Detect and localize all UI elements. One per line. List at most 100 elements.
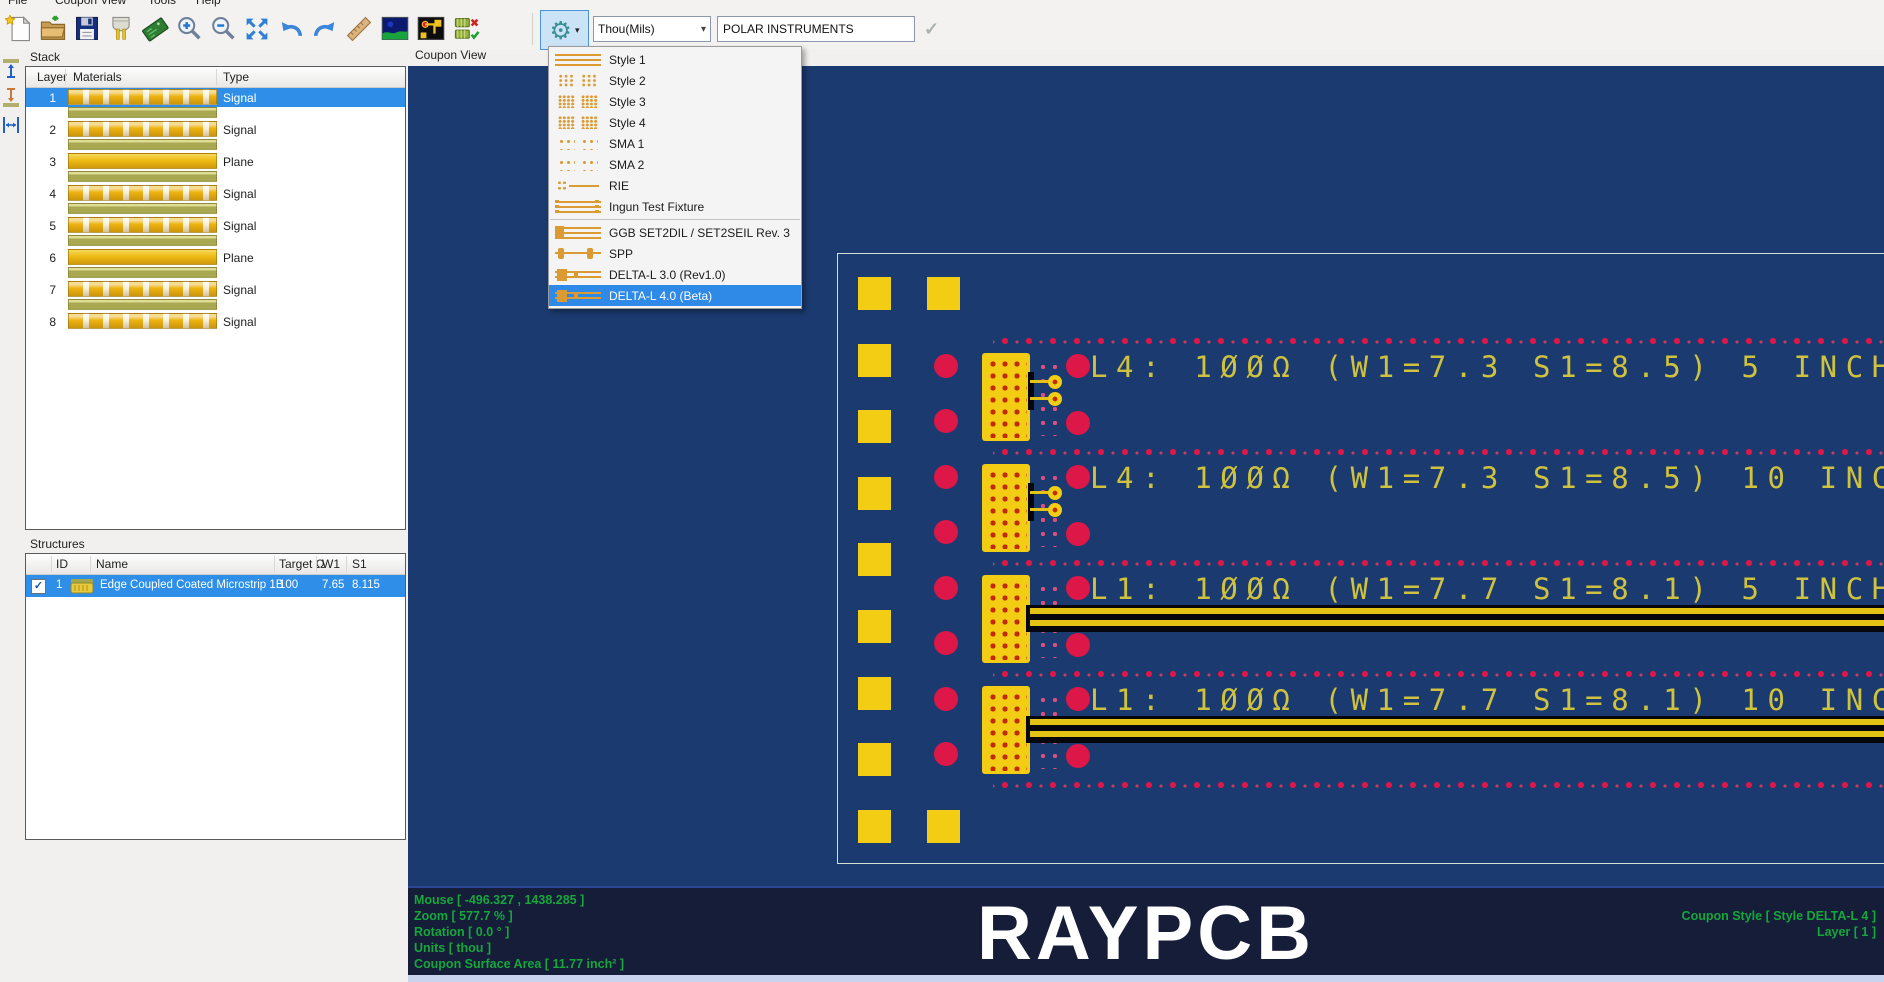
style-menu-item-label: DELTA-L 4.0 (Beta) — [609, 288, 713, 303]
style-menu-item[interactable]: SMA 2 — [549, 154, 801, 175]
dielectric-bar — [68, 299, 217, 310]
stack-layer-number: 5 — [49, 219, 56, 233]
apply-check-icon: ✓ — [924, 19, 940, 39]
menu-file[interactable]: File — [8, 0, 28, 7]
menu-help[interactable]: Help — [196, 0, 221, 7]
save-button[interactable] — [70, 11, 103, 47]
style-menu-item-icon — [555, 199, 601, 214]
zoom-out-button[interactable] — [206, 11, 239, 47]
chevron-down-icon: ▾ — [700, 23, 706, 35]
new-coupon-button[interactable] — [2, 11, 35, 47]
style-menu-item[interactable]: DELTA-L 3.0 (Rev1.0) — [549, 264, 801, 285]
style-menu-item[interactable]: Style 1 — [549, 49, 801, 70]
style-menu-item[interactable]: RIE — [549, 175, 801, 196]
stack-layer-row[interactable]: 8 Signal — [26, 312, 405, 344]
structure-row[interactable]: ✓ 1 Edge Coupled Coated Microstrip 1B 10… — [26, 575, 405, 597]
structure-label: L4: 1ØØΩ (W1=7.3 S1=8.5) 10 INCH — [1090, 461, 1884, 495]
style-menu-item[interactable]: Ingun Test Fixture — [549, 196, 801, 217]
stack-layer-row[interactable]: 5 Signal — [26, 216, 405, 248]
style-menu-item-label: SPP — [609, 246, 634, 261]
coupon-image-button[interactable] — [414, 11, 447, 47]
open-button[interactable] — [36, 11, 69, 47]
style-menu-item-icon — [555, 115, 601, 130]
measure-button[interactable] — [342, 11, 375, 47]
style-menu-item[interactable]: DELTA-L 4.0 (Beta) — [549, 285, 801, 306]
fit-view-button[interactable] — [240, 11, 273, 47]
stack-layer-row[interactable]: 7 Signal — [26, 280, 405, 312]
measure-icon — [346, 16, 371, 42]
verify-button[interactable] — [450, 11, 483, 47]
measure-width-icon — [3, 117, 19, 133]
coupon-style-gear-button[interactable]: ⚙ ▾ — [540, 10, 589, 50]
structures-panel: ID Name Target Ω W1 S1 ✓ 1 Edge Coupled … — [25, 553, 406, 840]
test-pad — [934, 576, 958, 600]
board-button[interactable] — [138, 11, 171, 47]
copper-layer-bar — [68, 89, 217, 105]
undo-button[interactable] — [274, 11, 307, 47]
style-menu-item-icon — [555, 246, 601, 261]
style-menu-item-icon — [555, 73, 601, 88]
style-menu-item[interactable]: Style 3 — [549, 91, 801, 112]
via-dot-row — [993, 670, 1884, 678]
test-pad — [934, 687, 958, 711]
stack-layer-row[interactable]: 6 Plane — [26, 248, 405, 280]
menu-tools[interactable]: Tools — [148, 0, 177, 7]
copper-layer-bar — [68, 313, 217, 329]
status-line: Units [ thou ] — [414, 941, 492, 955]
layer-type-label: Signal — [223, 315, 257, 329]
style-menu-item[interactable]: SMA 1 — [549, 133, 801, 154]
align-top-button[interactable] — [0, 56, 22, 84]
structure-visible-checkbox[interactable]: ✓ — [31, 579, 46, 594]
redo-button[interactable] — [308, 11, 341, 47]
via-grid — [987, 580, 1027, 660]
style-menu-item-label: GGB SET2DIL / SET2SEIL Rev. 3 — [609, 225, 790, 240]
style-menu-item-label: Style 4 — [609, 115, 646, 130]
menu-coupon-view[interactable]: Coupon View — [55, 0, 127, 7]
zoom-in-icon — [177, 17, 201, 40]
structures-col-w1: W1 — [322, 557, 340, 571]
structures-col-s1: S1 — [352, 557, 367, 571]
zoom-out-icon — [211, 17, 235, 40]
style-menu-item[interactable]: SPP — [549, 243, 801, 264]
test-pad — [1066, 633, 1090, 657]
pad-stack-button[interactable] — [104, 11, 137, 47]
stack-layer-number: 7 — [49, 283, 56, 297]
main-toolbar: ⚙ ▾ Thou(Mils) ▾ POLAR INSTRUMENTS ✓ — [0, 9, 1884, 50]
style-menu-item[interactable]: Style 2 — [549, 70, 801, 91]
units-select[interactable]: Thou(Mils) ▾ — [593, 16, 711, 42]
test-pad — [1066, 576, 1090, 600]
stack-layer-row[interactable]: 4 Signal — [26, 184, 405, 216]
stub-line — [1030, 508, 1050, 511]
capture-view-button[interactable] — [378, 11, 411, 47]
stack-panel: Layer Materials Type 1 Signal 2 Signal 3 — [25, 66, 406, 530]
align-bottom-button[interactable] — [0, 84, 22, 112]
structure-name: Edge Coupled Coated Microstrip 1B — [100, 579, 284, 591]
bottom-scroll-strip[interactable] — [408, 975, 1884, 982]
fit-view-icon — [246, 18, 267, 40]
style-menu-item[interactable]: GGB SET2DIL / SET2SEIL Rev. 3 — [549, 222, 801, 243]
layer-type-label: Signal — [223, 219, 257, 233]
stub-pad — [1048, 503, 1062, 517]
stub-pad — [1048, 375, 1062, 389]
fiducial-square — [858, 810, 891, 843]
capture-view-icon — [381, 16, 409, 40]
stub-line — [1030, 380, 1050, 383]
stack-layer-row[interactable]: 3 Plane — [26, 152, 405, 184]
coupon-title-value: POLAR INSTRUMENTS — [723, 22, 854, 36]
copper-layer-bar — [68, 281, 217, 297]
stack-layer-row[interactable]: 2 Signal — [26, 120, 405, 152]
align-bottom-icon — [3, 88, 19, 107]
measure-width-button[interactable] — [0, 112, 22, 140]
style-menu-item[interactable]: Style 4 — [549, 112, 801, 133]
status-line: Coupon Style [ Style DELTA-L 4 ] — [1681, 909, 1876, 923]
test-pad — [934, 465, 958, 489]
layer-type-label: Signal — [223, 123, 257, 137]
chevron-down-icon: ▾ — [574, 24, 580, 35]
coupon-title-input[interactable]: POLAR INSTRUMENTS — [717, 16, 915, 42]
stack-layer-row[interactable]: 1 Signal — [26, 88, 405, 120]
coupon-image-icon — [417, 16, 445, 40]
zoom-in-button[interactable] — [172, 11, 205, 47]
fiducial-square — [858, 277, 891, 310]
dielectric-bar — [68, 267, 217, 278]
stub-notch — [1028, 372, 1034, 410]
